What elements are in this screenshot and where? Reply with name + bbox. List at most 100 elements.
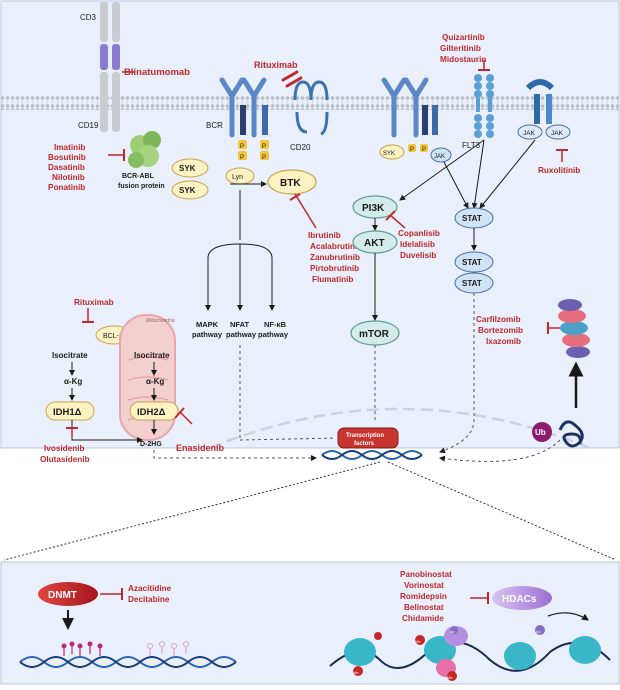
- svg-text:Me: Me: [447, 675, 453, 680]
- cell-panel: [0, 0, 620, 449]
- bcr-abl-line1: BCR-ABL: [122, 173, 155, 180]
- pathway-branches: [205, 190, 275, 311]
- zoom-line-left: [3, 461, 381, 561]
- svg-text:STAT: STAT: [462, 279, 482, 288]
- protein-chain-icon: [558, 420, 584, 448]
- isocitrate-cyto: Isocitrate: [52, 351, 88, 360]
- svg-text:Idelalisib: Idelalisib: [400, 240, 435, 249]
- nucleosomes: [344, 636, 601, 670]
- cd19-label: CD19: [78, 121, 99, 130]
- bcl2-drug-label: Rituximab: [74, 298, 114, 307]
- syk-node-2: [171, 180, 209, 200]
- signal-arrows: [399, 139, 536, 209]
- cell-membrane: [1, 96, 619, 110]
- svg-text:Acalabrutinib: Acalabrutinib: [310, 242, 362, 251]
- isocitrate-mito: Isocitrate: [134, 351, 170, 360]
- svg-text:Transcription: Transcription: [346, 433, 384, 439]
- svg-text:Bortezomib: Bortezomib: [478, 326, 523, 335]
- svg-text:SYK: SYK: [383, 151, 395, 157]
- svg-text:Nilotinib: Nilotinib: [52, 173, 85, 182]
- rituximab-label: Rituximab: [254, 60, 298, 70]
- dna-strand-nucleus: [321, 450, 423, 460]
- flt3-drug-list: Quizartinib Gilteritinib Midostaurin: [440, 33, 486, 64]
- histone-marks: Me Me Ac Me Ac: [353, 625, 545, 681]
- svg-text:P: P: [262, 155, 266, 161]
- svg-text:pathway: pathway: [192, 330, 223, 339]
- bcr-phospho-sites: P P P P: [238, 140, 269, 161]
- decitabine-label: Decitabine: [128, 595, 170, 604]
- svg-text:Imatinib: Imatinib: [54, 143, 85, 152]
- svg-text:Dasatinib: Dasatinib: [48, 163, 85, 172]
- svg-text:Lyn: Lyn: [232, 174, 243, 181]
- btk-node: [267, 169, 317, 195]
- antibody-icon: [281, 70, 303, 88]
- svg-text:factors: factors: [354, 441, 375, 447]
- svg-text:mTOR: mTOR: [359, 329, 390, 340]
- svg-text:P: P: [240, 144, 244, 150]
- svg-text:P: P: [410, 147, 414, 153]
- idh1-node: [45, 401, 95, 421]
- ub-node: [532, 422, 552, 442]
- svg-text:STAT: STAT: [462, 214, 482, 223]
- bcr-abl-line2: fusion protein: [118, 183, 165, 190]
- svg-text:IDH1Δ: IDH1Δ: [53, 407, 82, 418]
- svg-text:Romidepsin: Romidepsin: [400, 592, 447, 601]
- proteasome-icon: [558, 299, 590, 358]
- ivosidenib-label: Ivosidenib: [44, 444, 85, 453]
- svg-text:DNMT: DNMT: [48, 590, 77, 601]
- cd20-label: CD20: [290, 143, 311, 152]
- hdac-arrow: [547, 612, 589, 621]
- svg-text:Me: Me: [353, 670, 359, 675]
- mapk-label: MAPK: [196, 320, 219, 329]
- svg-text:STAT: STAT: [462, 258, 482, 267]
- svg-text:Ub: Ub: [535, 428, 546, 437]
- svg-text:P: P: [262, 144, 266, 150]
- svg-text:Bosutinib: Bosutinib: [48, 153, 86, 162]
- svg-text:JAK: JAK: [523, 130, 536, 137]
- svg-text:P: P: [422, 147, 426, 153]
- svg-text:Vorinostat: Vorinostat: [404, 581, 444, 590]
- svg-text:Ibrutinib: Ibrutinib: [308, 231, 341, 240]
- svg-text:Ponatinib: Ponatinib: [48, 183, 85, 192]
- svg-text:Zanubrutinib: Zanubrutinib: [310, 253, 360, 262]
- svg-text:BTK: BTK: [280, 178, 301, 189]
- svg-text:HDACs: HDACs: [502, 594, 537, 605]
- dnmt-node: [38, 582, 98, 606]
- svg-text:Chidamide: Chidamide: [402, 614, 444, 623]
- methylated-dna: [19, 641, 237, 668]
- svg-text:BCL-2: BCL-2: [103, 333, 123, 340]
- svg-text:Flumatinib: Flumatinib: [312, 275, 353, 284]
- enasidenib-label: Enasidenib: [176, 443, 225, 453]
- hdacs-node: [492, 586, 552, 610]
- svg-text:Me: Me: [415, 639, 421, 644]
- svg-text:AKT: AKT: [364, 238, 385, 249]
- svg-text:PI3K: PI3K: [362, 203, 385, 214]
- bcr-receptor: [219, 77, 268, 138]
- svg-text:SYK: SYK: [179, 164, 196, 173]
- cd3-label: CD3: [80, 13, 97, 22]
- svg-text:Midostaurin: Midostaurin: [440, 55, 486, 64]
- nfat-label: NFAT: [230, 320, 249, 329]
- svg-text:JAK: JAK: [551, 130, 564, 137]
- bcr-label: BCR: [206, 121, 223, 130]
- flt3-label: FLT3: [462, 141, 481, 150]
- d2hg-label: D-2HG: [140, 441, 162, 448]
- cd20-receptor: [293, 80, 329, 101]
- svg-text:Ac: Ac: [450, 629, 455, 634]
- syk-node-1: [171, 158, 209, 178]
- svg-text:Belinostat: Belinostat: [404, 603, 444, 612]
- tki-drug-list: Imatinib Bosutinib Dasatinib Nilotinib P…: [48, 143, 86, 192]
- svg-text:Ixazomib: Ixazomib: [486, 337, 521, 346]
- svg-text:pathway: pathway: [258, 330, 289, 339]
- svg-text:IDH2Δ: IDH2Δ: [137, 407, 166, 418]
- stat-node-2: [454, 251, 494, 273]
- svg-text:Duvelisib: Duvelisib: [400, 251, 436, 260]
- syk-node-3: [379, 144, 405, 160]
- svg-text:pathway: pathway: [226, 330, 257, 339]
- bcr-abl-icon: [128, 131, 161, 168]
- svg-text:Gilteritinib: Gilteritinib: [440, 44, 481, 53]
- hdac-drug-list: Panobinostat Vorinostat Romidepsin Belin…: [400, 570, 452, 623]
- akg-mito: α-Kg: [146, 377, 164, 386]
